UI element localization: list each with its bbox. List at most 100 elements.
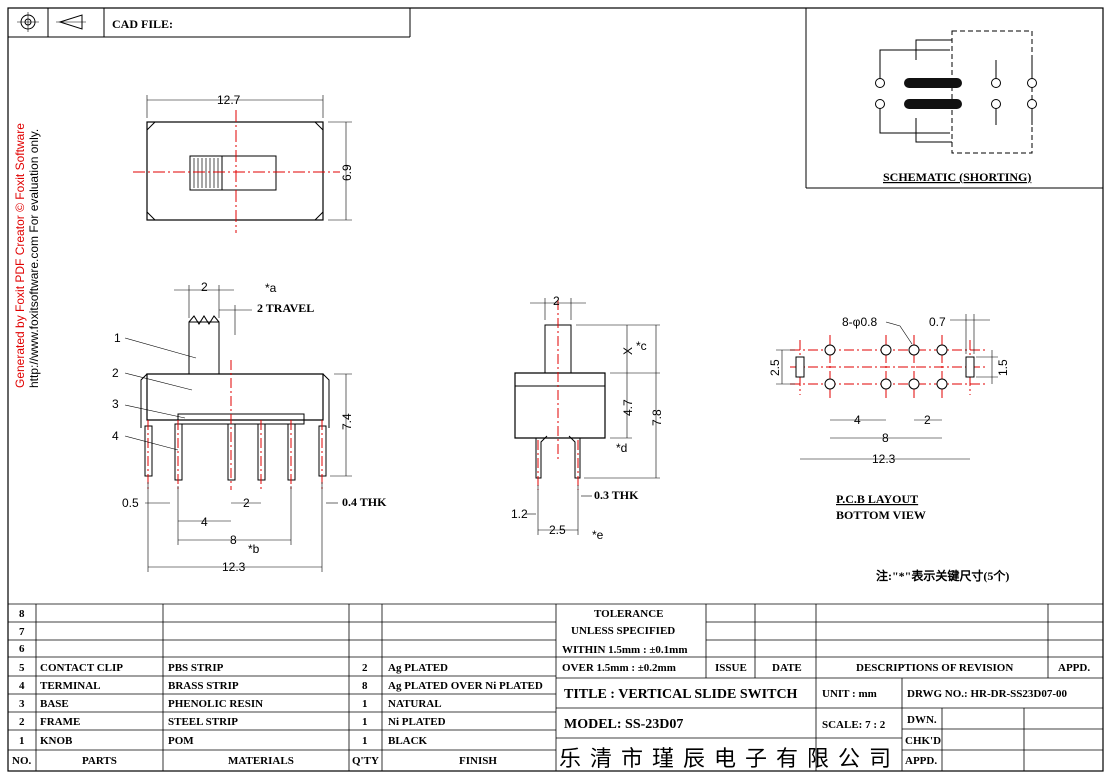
tolerance-label: TOLERANCE xyxy=(594,608,663,620)
side-note-e: *e xyxy=(592,528,604,542)
cell-finish: NATURAL xyxy=(388,698,442,710)
table-row: 8 xyxy=(19,608,25,620)
table-row: 2 FRAME STEEL STRIP 1 Ni PLATED xyxy=(19,716,446,728)
appd-label: APPD. xyxy=(1058,662,1090,674)
front-note-a: *a xyxy=(265,281,277,295)
cell-material: POM xyxy=(168,735,194,747)
table-header-row: NO. PARTS MATERIALS Q'TY FINISH xyxy=(12,755,497,767)
dwn-label: DWN. xyxy=(907,714,937,726)
front-pitch-2-dim: 2 xyxy=(243,496,250,510)
cell-material: PHENOLIC RESIN xyxy=(168,698,263,710)
cell-no: 5 xyxy=(19,662,25,674)
front-pin-width-dim: 0.5 xyxy=(122,496,139,510)
cell-finish: Ag PLATED xyxy=(388,662,448,674)
watermark-line2: http://www.foxitsoftware.com For evaluat… xyxy=(27,129,41,388)
front-height-dim: 7.4 xyxy=(340,413,354,430)
header-finish: FINISH xyxy=(459,755,497,767)
projection-symbol-icon xyxy=(17,12,86,32)
over-label: OVER 1.5mm : ±0.2mm xyxy=(562,662,676,674)
within-label: WITHIN 1.5mm : ±0.1mm xyxy=(562,644,688,656)
pcb-subtitle: BOTTOM VIEW xyxy=(836,508,926,522)
pcb-12-3-dim: 12.3 xyxy=(872,452,896,466)
issue-label: ISSUE xyxy=(715,662,747,674)
header-block: CAD FILE: xyxy=(8,8,411,38)
side-knob-dim: 2 xyxy=(553,294,560,308)
schematic-title: SCHEMATIC (SHORTING) xyxy=(883,170,1031,184)
cell-finish: Ag PLATED OVER Ni PLATED xyxy=(388,680,543,692)
drawing-title: TITLE : VERTICAL SLIDE SWITCH xyxy=(564,687,798,702)
front-note-b: *b xyxy=(248,542,260,556)
cell-no: 6 xyxy=(19,643,25,655)
front-knob-dim: 2 xyxy=(201,280,208,294)
unit-label: UNIT : mm xyxy=(822,688,877,700)
header-parts: PARTS xyxy=(82,755,117,767)
pcb-0-7-dim: 0.7 xyxy=(929,315,946,329)
side-note-d: *d xyxy=(616,441,627,455)
side-height-dim: 7.8 xyxy=(650,409,664,426)
model-label: MODEL: SS-23D07 xyxy=(564,717,683,732)
side-view: 2 X *c 4.7 *d 7.8 1.2 0.3 THK 2.5 *e xyxy=(511,294,664,542)
sheet-border xyxy=(7,7,1104,772)
cell-part: FRAME xyxy=(40,716,80,728)
cell-qty: 8 xyxy=(362,680,368,692)
pcb-2-dim: 2 xyxy=(924,413,931,427)
contact-bar-2 xyxy=(904,99,962,109)
cell-qty: 1 xyxy=(362,735,368,747)
front-span-8-dim: 8 xyxy=(230,533,237,547)
cell-qty: 1 xyxy=(362,698,368,710)
chkd-label: CHK'D xyxy=(905,735,941,747)
pcb-title: P.C.B LAYOUT xyxy=(836,492,918,506)
contact-bar-1 xyxy=(904,78,962,88)
pcb-2-5-dim: 2.5 xyxy=(768,359,782,376)
cell-part: KNOB xyxy=(40,735,73,747)
pcb-holes-dim: 8-φ0.8 xyxy=(842,315,877,329)
cell-no: 8 xyxy=(19,608,25,620)
watermark-line1: Generated by Foxit PDF Creator © Foxit S… xyxy=(13,123,27,388)
cell-no: 1 xyxy=(19,735,25,747)
table-row: 6 xyxy=(19,643,25,655)
front-pitch-4-dim: 4 xyxy=(201,515,208,529)
side-2-5-dim: 2.5 xyxy=(549,523,566,537)
appd2-label: APPD. xyxy=(905,755,937,767)
table-row: 4 TERMINAL BRASS STRIP 8 Ag PLATED OVER … xyxy=(19,680,543,692)
header-qty: Q'TY xyxy=(352,755,379,767)
company-name: 乐清市瑾辰电子有限公司 xyxy=(559,747,900,772)
top-view: 12.7 6.9 xyxy=(133,93,354,233)
table-row: 5 CONTACT CLIP PBS STRIP 2 Ag PLATED xyxy=(19,662,448,674)
drawing-number: DRWG NO.: HR-DR-SS23D07-00 xyxy=(907,688,1068,700)
schematic-panel: SCHEMATIC (SHORTING) xyxy=(805,8,1103,189)
front-thk-dim: 0.4 THK xyxy=(342,495,387,509)
header-no: NO. xyxy=(12,755,32,767)
top-height-dim: 6.9 xyxy=(340,164,354,181)
cell-part: TERMINAL xyxy=(40,680,101,692)
bom-table xyxy=(8,603,1103,771)
key-dimension-note: 注:"*"表示关键尺寸(5个) xyxy=(876,568,1009,583)
pcb-4-dim: 4 xyxy=(854,413,861,427)
front-view: 2 *a 2 TRAVEL 1 2 3 4 7.4 0.5 4 2 0.4 TH… xyxy=(112,280,387,574)
cell-no: 3 xyxy=(19,698,25,710)
cell-no: 7 xyxy=(19,626,25,638)
leader-1: 1 xyxy=(114,331,121,345)
cell-finish: Ni PLATED xyxy=(388,716,446,728)
cad-file-label: CAD FILE: xyxy=(112,17,173,31)
side-x-label: X xyxy=(621,347,635,355)
table-row: 1 KNOB POM 1 BLACK xyxy=(19,735,428,747)
pcb-holes xyxy=(824,344,948,390)
revision-label: DESCRIPTIONS OF REVISION xyxy=(856,662,1013,674)
leader-2: 2 xyxy=(112,366,119,380)
cell-qty: 1 xyxy=(362,716,368,728)
side-1-2-dim: 1.2 xyxy=(511,507,528,521)
leader-4: 4 xyxy=(112,429,119,443)
pcb-layout: 8-φ0.8 0.7 2.5 1.5 4 2 8 12.3 P.C.B LAYO… xyxy=(768,314,1010,522)
side-note-c: *c xyxy=(636,339,647,353)
pcb-8-dim: 8 xyxy=(882,431,889,445)
leader-3: 3 xyxy=(112,397,119,411)
terminal-circles xyxy=(875,78,1037,109)
cell-material: STEEL STRIP xyxy=(168,716,238,728)
front-total-dim: 12.3 xyxy=(222,560,246,574)
table-row: 7 xyxy=(19,626,25,638)
table-row: 3 BASE PHENOLIC RESIN 1 NATURAL xyxy=(19,698,442,710)
cell-qty: 2 xyxy=(362,662,368,674)
side-thk-dim: 0.3 THK xyxy=(594,488,639,502)
cell-material: PBS STRIP xyxy=(168,662,224,674)
